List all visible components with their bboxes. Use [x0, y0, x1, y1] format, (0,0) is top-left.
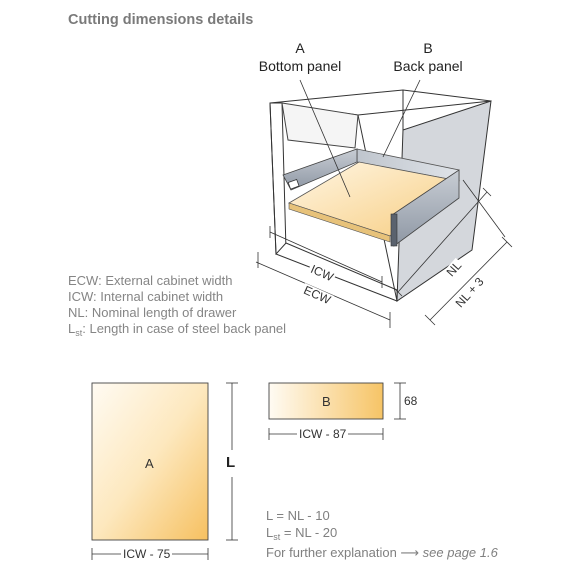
drawer-drawing [282, 148, 460, 247]
legend-lst-text: : Length in case of steel back panel [82, 321, 287, 336]
callout-leaders [299, 79, 421, 198]
callout-b-name: Back panel [393, 58, 463, 74]
panel-b-label: B [322, 394, 331, 409]
page-title: Cutting dimensions details [68, 12, 254, 28]
callout-b-letter: B [423, 40, 433, 56]
see-page-link[interactable]: see page 1.6 [422, 545, 498, 560]
formula-lst-symbol: L [266, 525, 274, 540]
panel-a-sheet [91, 382, 209, 541]
legend-lst: Lst: Length in case of steel back panel [68, 322, 286, 338]
legend-lst-subscript: st [75, 328, 83, 338]
formula-lst-subscript: st [273, 532, 281, 542]
legend-lst-symbol: L [68, 321, 76, 336]
arrow-icon: ⟶ [400, 545, 420, 560]
further-text: For further explanation [266, 545, 401, 560]
callout-a-name: Bottom panel [258, 58, 342, 74]
panel-a-length-label: L [226, 454, 236, 471]
legend-icw: ICW: Internal cabinet width [68, 289, 224, 304]
legend-ecw: ECW: External cabinet width [68, 273, 233, 288]
formula-l: L = NL - 10 [266, 508, 330, 523]
panel-b-width-label: ICW - 87 [297, 427, 349, 441]
panel-b-sheet [268, 382, 384, 420]
further-explanation: For further explanation ⟶ see page 1.6 [266, 546, 498, 559]
panel-a-width-label: ICW - 75 [121, 547, 173, 561]
panel-b-height-label: 68 [402, 394, 420, 408]
callout-a-letter: A [295, 40, 305, 56]
panel-a-label: A [145, 456, 154, 471]
formula-lst: Lst = NL - 20 [266, 526, 337, 542]
legend-nl: NL: Nominal length of drawer [68, 305, 237, 320]
formula-lst-text: = NL - 20 [280, 525, 338, 540]
